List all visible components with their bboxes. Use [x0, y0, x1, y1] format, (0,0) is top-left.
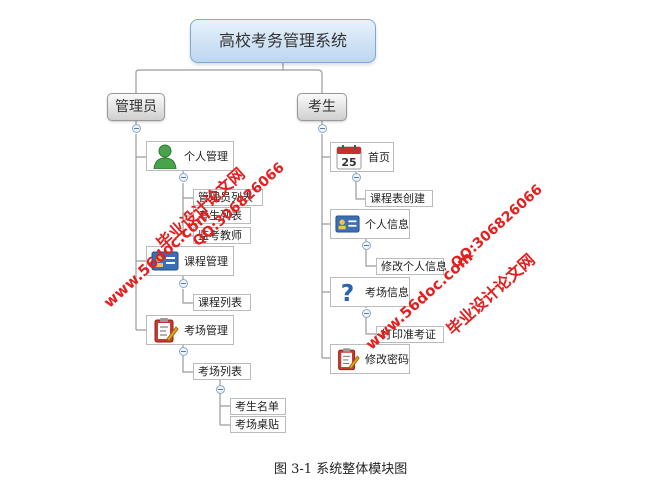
course-list-label: 课程列表: [198, 296, 242, 309]
student-list-node[interactable]: 考生列表: [193, 207, 251, 224]
student-roster-label: 考生名单: [235, 400, 279, 413]
change-password-label: 修改密码: [365, 352, 409, 366]
student-label: 考生: [308, 99, 336, 115]
calendar-day: 25: [341, 156, 356, 169]
clipboard-icon: [154, 318, 179, 343]
course-list-node[interactable]: 课程列表: [193, 294, 251, 311]
home-collapse-toggle[interactable]: [352, 173, 361, 182]
exam-info-collapse-toggle[interactable]: [362, 309, 371, 318]
root-label: 高校考务管理系统: [218, 31, 347, 50]
exam-info-node[interactable]: ? 考场信息: [330, 277, 410, 307]
desk-label-node[interactable]: 考场桌贴: [230, 416, 286, 433]
home-node[interactable]: 25 首页: [330, 142, 394, 172]
student-roster-node[interactable]: 考生名单: [230, 398, 286, 415]
exam-room-management-label: 考场管理: [184, 323, 228, 337]
exam-info-label: 考场信息: [365, 285, 409, 299]
exam-room-management-node[interactable]: 考场管理: [146, 315, 234, 345]
personal-management-node[interactable]: 个人管理: [146, 141, 234, 171]
admin-label: 管理员: [115, 99, 157, 115]
print-ticket-label: 打印准考证: [381, 328, 436, 341]
student-node[interactable]: 考生: [297, 93, 347, 121]
course-management-label: 课程管理: [184, 254, 228, 268]
student-list-label: 考生列表: [198, 209, 242, 222]
info-collapse-toggle[interactable]: [362, 241, 371, 250]
course-management-node[interactable]: 课程管理: [146, 246, 234, 276]
admin-list-node[interactable]: 管理员列表: [193, 189, 263, 206]
root-node[interactable]: 高校考务管理系统: [190, 19, 376, 63]
exam-room-list-label: 考场列表: [198, 365, 242, 378]
exam-room-list-node[interactable]: 考场列表: [193, 363, 251, 380]
clipboard-icon: [338, 348, 360, 371]
exam-collapse-toggle[interactable]: [179, 347, 188, 356]
change-password-node[interactable]: 修改密码: [330, 344, 410, 374]
id-card-icon: [335, 215, 360, 233]
course-collapse-toggle[interactable]: [179, 279, 188, 288]
admin-list-label: 管理员列表: [198, 191, 253, 204]
figure-caption: 图 3-1 系统整体模块图: [274, 462, 408, 477]
edit-info-node[interactable]: 修改个人信息: [376, 258, 447, 275]
id-card-icon: [151, 251, 179, 271]
personal-management-label: 个人管理: [184, 149, 228, 163]
question-icon: ?: [341, 280, 354, 305]
personal-info-label: 个人信息: [365, 217, 409, 231]
edit-info-label: 修改个人信息: [381, 260, 447, 273]
home-label: 首页: [368, 150, 390, 164]
invigilator-node[interactable]: 监考教师: [193, 227, 251, 244]
print-ticket-node[interactable]: 打印准考证: [376, 326, 444, 343]
student-collapse-toggle[interactable]: [318, 124, 327, 133]
admin-node[interactable]: 管理员: [107, 93, 165, 121]
personal-collapse-toggle[interactable]: [179, 173, 188, 182]
create-schedule-label: 课程表创建: [370, 192, 425, 205]
svg-text:?: ?: [341, 280, 354, 305]
create-schedule-node[interactable]: 课程表创建: [365, 190, 433, 207]
exam-room-list-collapse-toggle[interactable]: [216, 385, 225, 394]
user-icon: [153, 144, 177, 169]
personal-info-node[interactable]: 个人信息: [330, 209, 410, 239]
admin-collapse-toggle[interactable]: [132, 124, 141, 133]
invigilator-label: 监考教师: [198, 229, 242, 242]
desk-label-label: 考场桌贴: [235, 418, 279, 431]
calendar-icon: 25: [336, 145, 362, 170]
